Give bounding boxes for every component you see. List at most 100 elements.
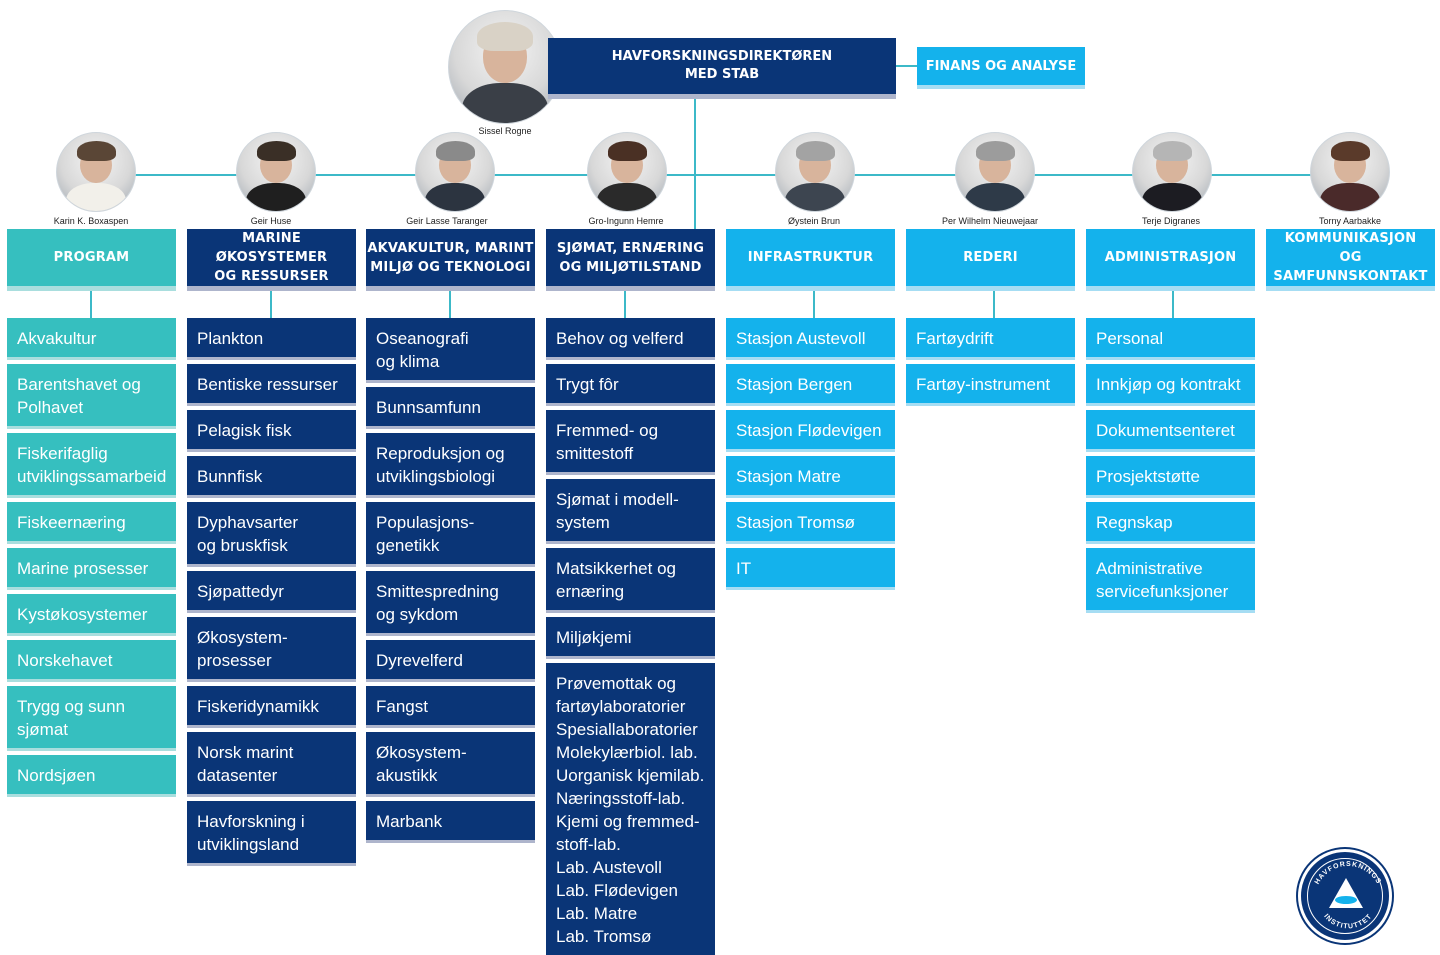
unit-box: Matsikkerhet og ernæring [546, 548, 715, 613]
unit-box: Marbank [366, 801, 535, 843]
unit-box-labs: Prøvemottak og fartøylaboratorier Spesia… [546, 663, 715, 955]
unit-box: Pelagisk fisk [187, 410, 356, 452]
unit-box: Nordsjøen [7, 755, 176, 797]
dept-header-infrastruktur: INFRASTRUKTUR [726, 229, 895, 291]
person-name-dept-4: Gro-Ingunn Hemre [588, 216, 664, 226]
svg-text:HAVFORSKNINGS: HAVFORSKNINGS [1314, 861, 1382, 886]
person-name-dept-3: Geir Lasse Taranger [406, 216, 488, 226]
unit-box: Fartøydrift [906, 318, 1075, 360]
avatar-dept-2 [236, 132, 316, 212]
unit-box: Marine prosesser [7, 548, 176, 590]
unit-box: Oseanografi og klima [366, 318, 535, 383]
unit-box: Norskehavet [7, 640, 176, 682]
unit-box: Fremmed- og smittestoff [546, 410, 715, 475]
unit-box: Prosjektstøtte [1086, 456, 1255, 498]
unit-box: Fartøy-instrument [906, 364, 1075, 406]
unit-box: Bunnfisk [187, 456, 356, 498]
director-avatar [448, 10, 562, 124]
unit-box: Trygt fôr [546, 364, 715, 406]
director-name: Sissel Rogne [478, 126, 532, 136]
person-name-dept-2: Geir Huse [250, 216, 292, 226]
dept-title-2: MARINE ØKOSYSTEMER OG RESSURSER [214, 231, 329, 284]
unit-box: Stasjon Bergen [726, 364, 895, 406]
unit-box: Populasjons- genetikk [366, 502, 535, 567]
dept-title-5: INFRASTRUKTUR [747, 250, 874, 265]
unit-box: Norsk marint datasenter [187, 732, 356, 797]
unit-box: Dyrevelferd [366, 640, 535, 682]
person-name-dept-6: Per Wilhelm Nieuwejaar [941, 216, 1039, 226]
institute-logo: HAVFORSKNINGS INSTITUTTET [1298, 849, 1392, 943]
finance-label: FINANS OG ANALYSE [925, 58, 1077, 74]
unit-box: IT [726, 548, 895, 590]
connector-dept-3 [449, 291, 451, 318]
unit-box: Stasjon Austevoll [726, 318, 895, 360]
unit-box: Stasjon Tromsø [726, 502, 895, 544]
finance-box: FINANS OG ANALYSE [917, 47, 1085, 89]
unit-box: Sjøpattedyr [187, 571, 356, 613]
dept-header-kommunikasjon: KOMMUNIKASJON OG SAMFUNNSKONTAKT [1266, 229, 1435, 291]
dept-column-7: Personal Innkjøp og kontrakt Dokumentsen… [1086, 318, 1255, 617]
unit-box: Fangst [366, 686, 535, 728]
avatar-dept-4 [587, 132, 667, 212]
dept-title-6: REDERI [963, 250, 1018, 265]
avatar-dept-5 [775, 132, 855, 212]
dept-title-4: SJØMAT, ERNÆRING OG MILJØTILSTAND [556, 240, 705, 275]
unit-box: Reproduksjon og utviklingsbiologi [366, 433, 535, 498]
connector-dept-7 [1172, 291, 1174, 318]
dept-header-program: PROGRAM [7, 229, 176, 291]
unit-box: Akvakultur [7, 318, 176, 360]
connector-dept-1 [90, 291, 92, 318]
connector-dept-5 [813, 291, 815, 318]
unit-box: Stasjon Flødevigen [726, 410, 895, 452]
unit-box: Økosystem- prosesser [187, 617, 356, 682]
dept-title-3: AKVAKULTUR, MARINT MILJØ OG TEKNOLOGI [367, 240, 534, 275]
dept-title-7: ADMINISTRASJON [1104, 250, 1237, 265]
avatar-dept-1 [56, 132, 136, 212]
unit-box: Personal [1086, 318, 1255, 360]
unit-box: Havforskning i utviklingsland [187, 801, 356, 866]
avatar-dept-7 [1132, 132, 1212, 212]
unit-box: Kystøkosystemer [7, 594, 176, 636]
unit-box: Plankton [187, 318, 356, 360]
connector-dept-4 [624, 291, 626, 318]
unit-box: Dokumentsenteret [1086, 410, 1255, 452]
unit-box: Behov og velferd [546, 318, 715, 360]
director-box: HAVFORSKNINGSDIREKTØREN MED STAB [548, 38, 896, 99]
unit-box: Trygg og sunn sjømat [7, 686, 176, 751]
unit-box: Fiskeernæring [7, 502, 176, 544]
logo-lettering: HAVFORSKNINGS INSTITUTTET [1314, 861, 1382, 931]
avatar-dept-3 [415, 132, 495, 212]
unit-box: Miljøkjemi [546, 617, 715, 659]
unit-box: Økosystem- akustikk [366, 732, 535, 797]
person-name-dept-7: Terje Digranes [1141, 216, 1201, 226]
dept-header-akvakultur: AKVAKULTUR, MARINT MILJØ OG TEKNOLOGI [366, 229, 535, 291]
avatar-dept-8 [1310, 132, 1390, 212]
person-name-dept-8: Torny Aarbakke [1318, 216, 1382, 226]
dept-column-5: Stasjon Austevoll Stasjon Bergen Stasjon… [726, 318, 895, 594]
dept-title-8: KOMMUNIKASJON OG SAMFUNNSKONTAKT [1273, 231, 1428, 284]
dept-column-6: Fartøydrift Fartøy-instrument [906, 318, 1075, 410]
unit-box: Dyphavsarter og bruskfisk [187, 502, 356, 567]
connector-dept-2 [270, 291, 272, 318]
unit-box: Fiskerifaglig utviklingssamarbeid [7, 433, 176, 498]
dept-title-1: PROGRAM [53, 250, 130, 265]
svg-text:INSTITUTTET: INSTITUTTET [1322, 913, 1373, 931]
dept-column-2: Plankton Bentiske ressurser Pelagisk fis… [187, 318, 356, 870]
dept-column-4: Behov og velferd Trygt fôr Fremmed- og s… [546, 318, 715, 955]
person-name-dept-5: Øystein Brun [787, 216, 841, 226]
unit-box: Stasjon Matre [726, 456, 895, 498]
unit-box: Administrative servicefunksjoner [1086, 548, 1255, 613]
unit-box: Regnskap [1086, 502, 1255, 544]
unit-box: Sjømat i modell- system [546, 479, 715, 544]
unit-box: Bentiske ressurser [187, 364, 356, 406]
dept-column-3: Oseanografi og klima Bunnsamfunn Reprodu… [366, 318, 535, 847]
dept-header-rederi: REDERI [906, 229, 1075, 291]
connector-director-vertical [694, 99, 696, 233]
connector-finance [896, 65, 917, 67]
unit-box: Barentshavet og Polhavet [7, 364, 176, 429]
dept-column-1: Akvakultur Barentshavet og Polhavet Fisk… [7, 318, 176, 801]
unit-box: Innkjøp og kontrakt [1086, 364, 1255, 406]
person-name-dept-1: Karin K. Boxaspen [53, 216, 129, 226]
unit-box: Bunnsamfunn [366, 387, 535, 429]
avatar-dept-6 [955, 132, 1035, 212]
